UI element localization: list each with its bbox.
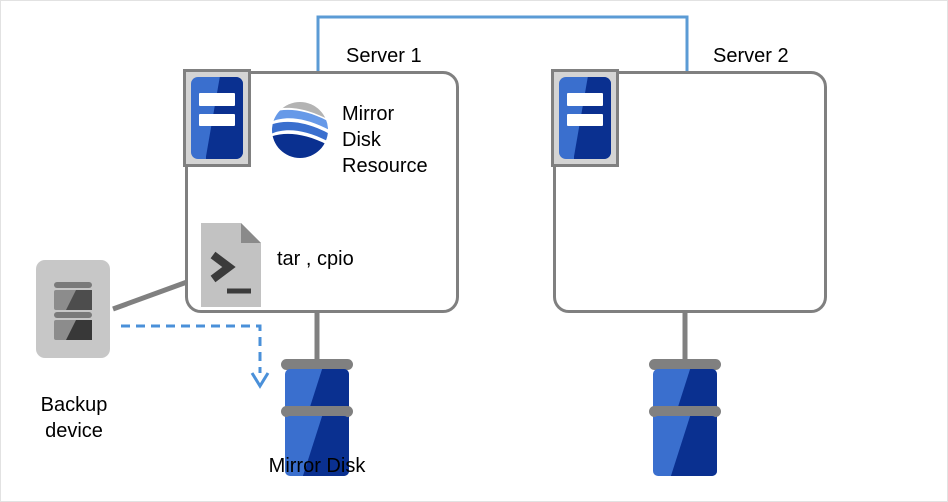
- mirror-disk-label: Mirror Disk: [268, 455, 366, 477]
- mirror-disk-2-icon[interactable]: [649, 359, 721, 476]
- disk2-shade-lower: [670, 416, 717, 476]
- disk2-body-lower: [653, 416, 717, 476]
- server-rack-icon-2[interactable]: [551, 69, 619, 167]
- terminal-script-icon[interactable]: [197, 223, 265, 307]
- rack-icon-bar-bottom-2: [566, 113, 604, 127]
- connector-backup-link: [112, 279, 188, 312]
- rack-icon-body-2: [559, 77, 611, 159]
- backup-device-glyph: [54, 282, 92, 340]
- rack-icon-bar-bottom: [198, 113, 236, 127]
- rack-icon-body: [191, 77, 243, 159]
- connector-interconnect: [316, 15, 689, 73]
- disk-plate-mid: [281, 406, 353, 417]
- backup-flow-arrowhead: [250, 372, 270, 389]
- tar-cpio-label: tar , cpio: [277, 248, 354, 270]
- globe-icon[interactable]: [269, 99, 331, 161]
- rack-icon-bar-top-2: [566, 93, 604, 106]
- disk-plate-top: [281, 359, 353, 370]
- backup-device-icon[interactable]: [36, 260, 110, 358]
- server2-label: Server 2: [713, 45, 789, 67]
- mirror-disk-1-icon[interactable]: [281, 359, 353, 476]
- disk-body-lower: [285, 416, 349, 476]
- connector-backup-flow: [121, 324, 262, 373]
- disk2-plate-top: [649, 359, 721, 370]
- rack-icon-bar-top: [198, 93, 236, 106]
- server1-label: Server 1: [346, 45, 422, 67]
- disk2-plate-mid: [649, 406, 721, 417]
- server-rack-icon[interactable]: [183, 69, 251, 167]
